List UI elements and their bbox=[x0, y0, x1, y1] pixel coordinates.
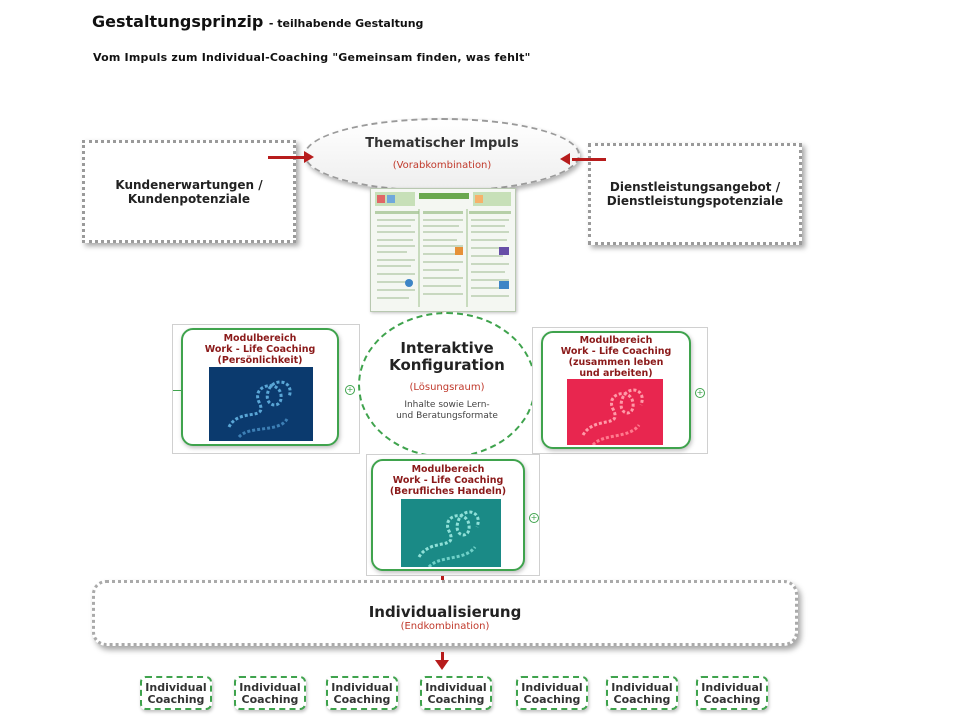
arrow-modules-to-individualization bbox=[441, 576, 444, 582]
module-professional-label: Modulbereich Work - Life Coaching (Beruf… bbox=[389, 464, 507, 497]
arrow-left-to-impulse bbox=[268, 156, 308, 159]
service-offer-box: Dienstleistungsangebot / Dienstleistungs… bbox=[588, 143, 802, 245]
arrow-right-to-impulse bbox=[572, 158, 606, 161]
configuration-title: Interaktive Konfiguration bbox=[389, 339, 505, 374]
arrow-to-coaching-head bbox=[435, 660, 449, 670]
module-personality-frame: Modulbereich Work - Life Coaching (Persö… bbox=[172, 324, 360, 454]
interactive-configuration-circle: Interaktive Konfiguration (Lösungsraum) … bbox=[358, 312, 536, 458]
configuration-note: Inhalte sowie Lern- und Beratungsformate bbox=[396, 400, 498, 421]
module-personality-stem bbox=[173, 390, 181, 391]
individualization-title: Individualisierung bbox=[368, 603, 522, 621]
module-professional: Modulbereich Work - Life Coaching (Beruf… bbox=[371, 459, 525, 571]
module-living-working-expand-icon[interactable]: + bbox=[695, 388, 705, 398]
customer-expectations-line1: Kundenerwartungen / bbox=[115, 177, 263, 192]
module-personality-expand-icon[interactable]: + bbox=[345, 385, 355, 395]
module-living-working: Modulbereich Work - Life Coaching (zusam… bbox=[541, 331, 691, 449]
page-title: Gestaltungsprinzip - teilhabende Gestalt… bbox=[92, 12, 424, 31]
module-professional-frame: Modulbereich Work - Life Coaching (Beruf… bbox=[366, 454, 540, 576]
module-personality-image bbox=[209, 367, 313, 441]
module-personality: Modulbereich Work - Life Coaching (Persö… bbox=[181, 328, 339, 446]
thematic-impulse-title: Thematischer Impuls bbox=[365, 136, 519, 151]
knot-rope-icon bbox=[417, 510, 480, 567]
page-title-suffix: - teilhabende Gestaltung bbox=[268, 17, 424, 30]
service-offer-line2: Dienstleistungspotenziale bbox=[606, 194, 784, 208]
page-subtitle: Vom Impuls zum Individual-Coaching "Geme… bbox=[93, 51, 531, 64]
module-personality-label: Modulbereich Work - Life Coaching (Persö… bbox=[204, 333, 316, 366]
customer-expectations-box: Kundenerwartungen / Kundenpotenziale bbox=[82, 140, 296, 243]
module-living-working-frame: Modulbereich Work - Life Coaching (zusam… bbox=[532, 327, 708, 454]
individualization-box: Individualisierung (Endkombination) bbox=[92, 580, 798, 646]
document-thumbnail-icon bbox=[375, 192, 511, 307]
module-living-working-image bbox=[567, 379, 663, 445]
configuration-subtitle: (Lösungsraum) bbox=[409, 382, 485, 393]
customer-expectations-line2: Kundenpotenziale bbox=[127, 191, 251, 206]
service-offer-line1: Dienstleistungsangebot / bbox=[609, 180, 781, 194]
individualization-subtitle: (Endkombination) bbox=[400, 621, 490, 632]
module-professional-expand-icon[interactable]: + bbox=[529, 513, 539, 523]
arrow-left-to-impulse-head bbox=[304, 151, 314, 163]
thematic-impulse-ellipse: Thematischer Impuls (Vorabkombination) bbox=[304, 118, 580, 192]
arrow-right-to-impulse-head bbox=[560, 153, 570, 165]
arrow-to-coaching bbox=[441, 652, 444, 662]
impulse-program-document bbox=[370, 188, 516, 312]
knot-rope-icon bbox=[581, 388, 644, 445]
thematic-impulse-subtitle: (Vorabkombination) bbox=[392, 160, 492, 171]
module-professional-image bbox=[401, 499, 501, 567]
knot-rope-icon bbox=[227, 380, 292, 439]
module-living-working-label: Modulbereich Work - Life Coaching (zusam… bbox=[560, 335, 672, 379]
